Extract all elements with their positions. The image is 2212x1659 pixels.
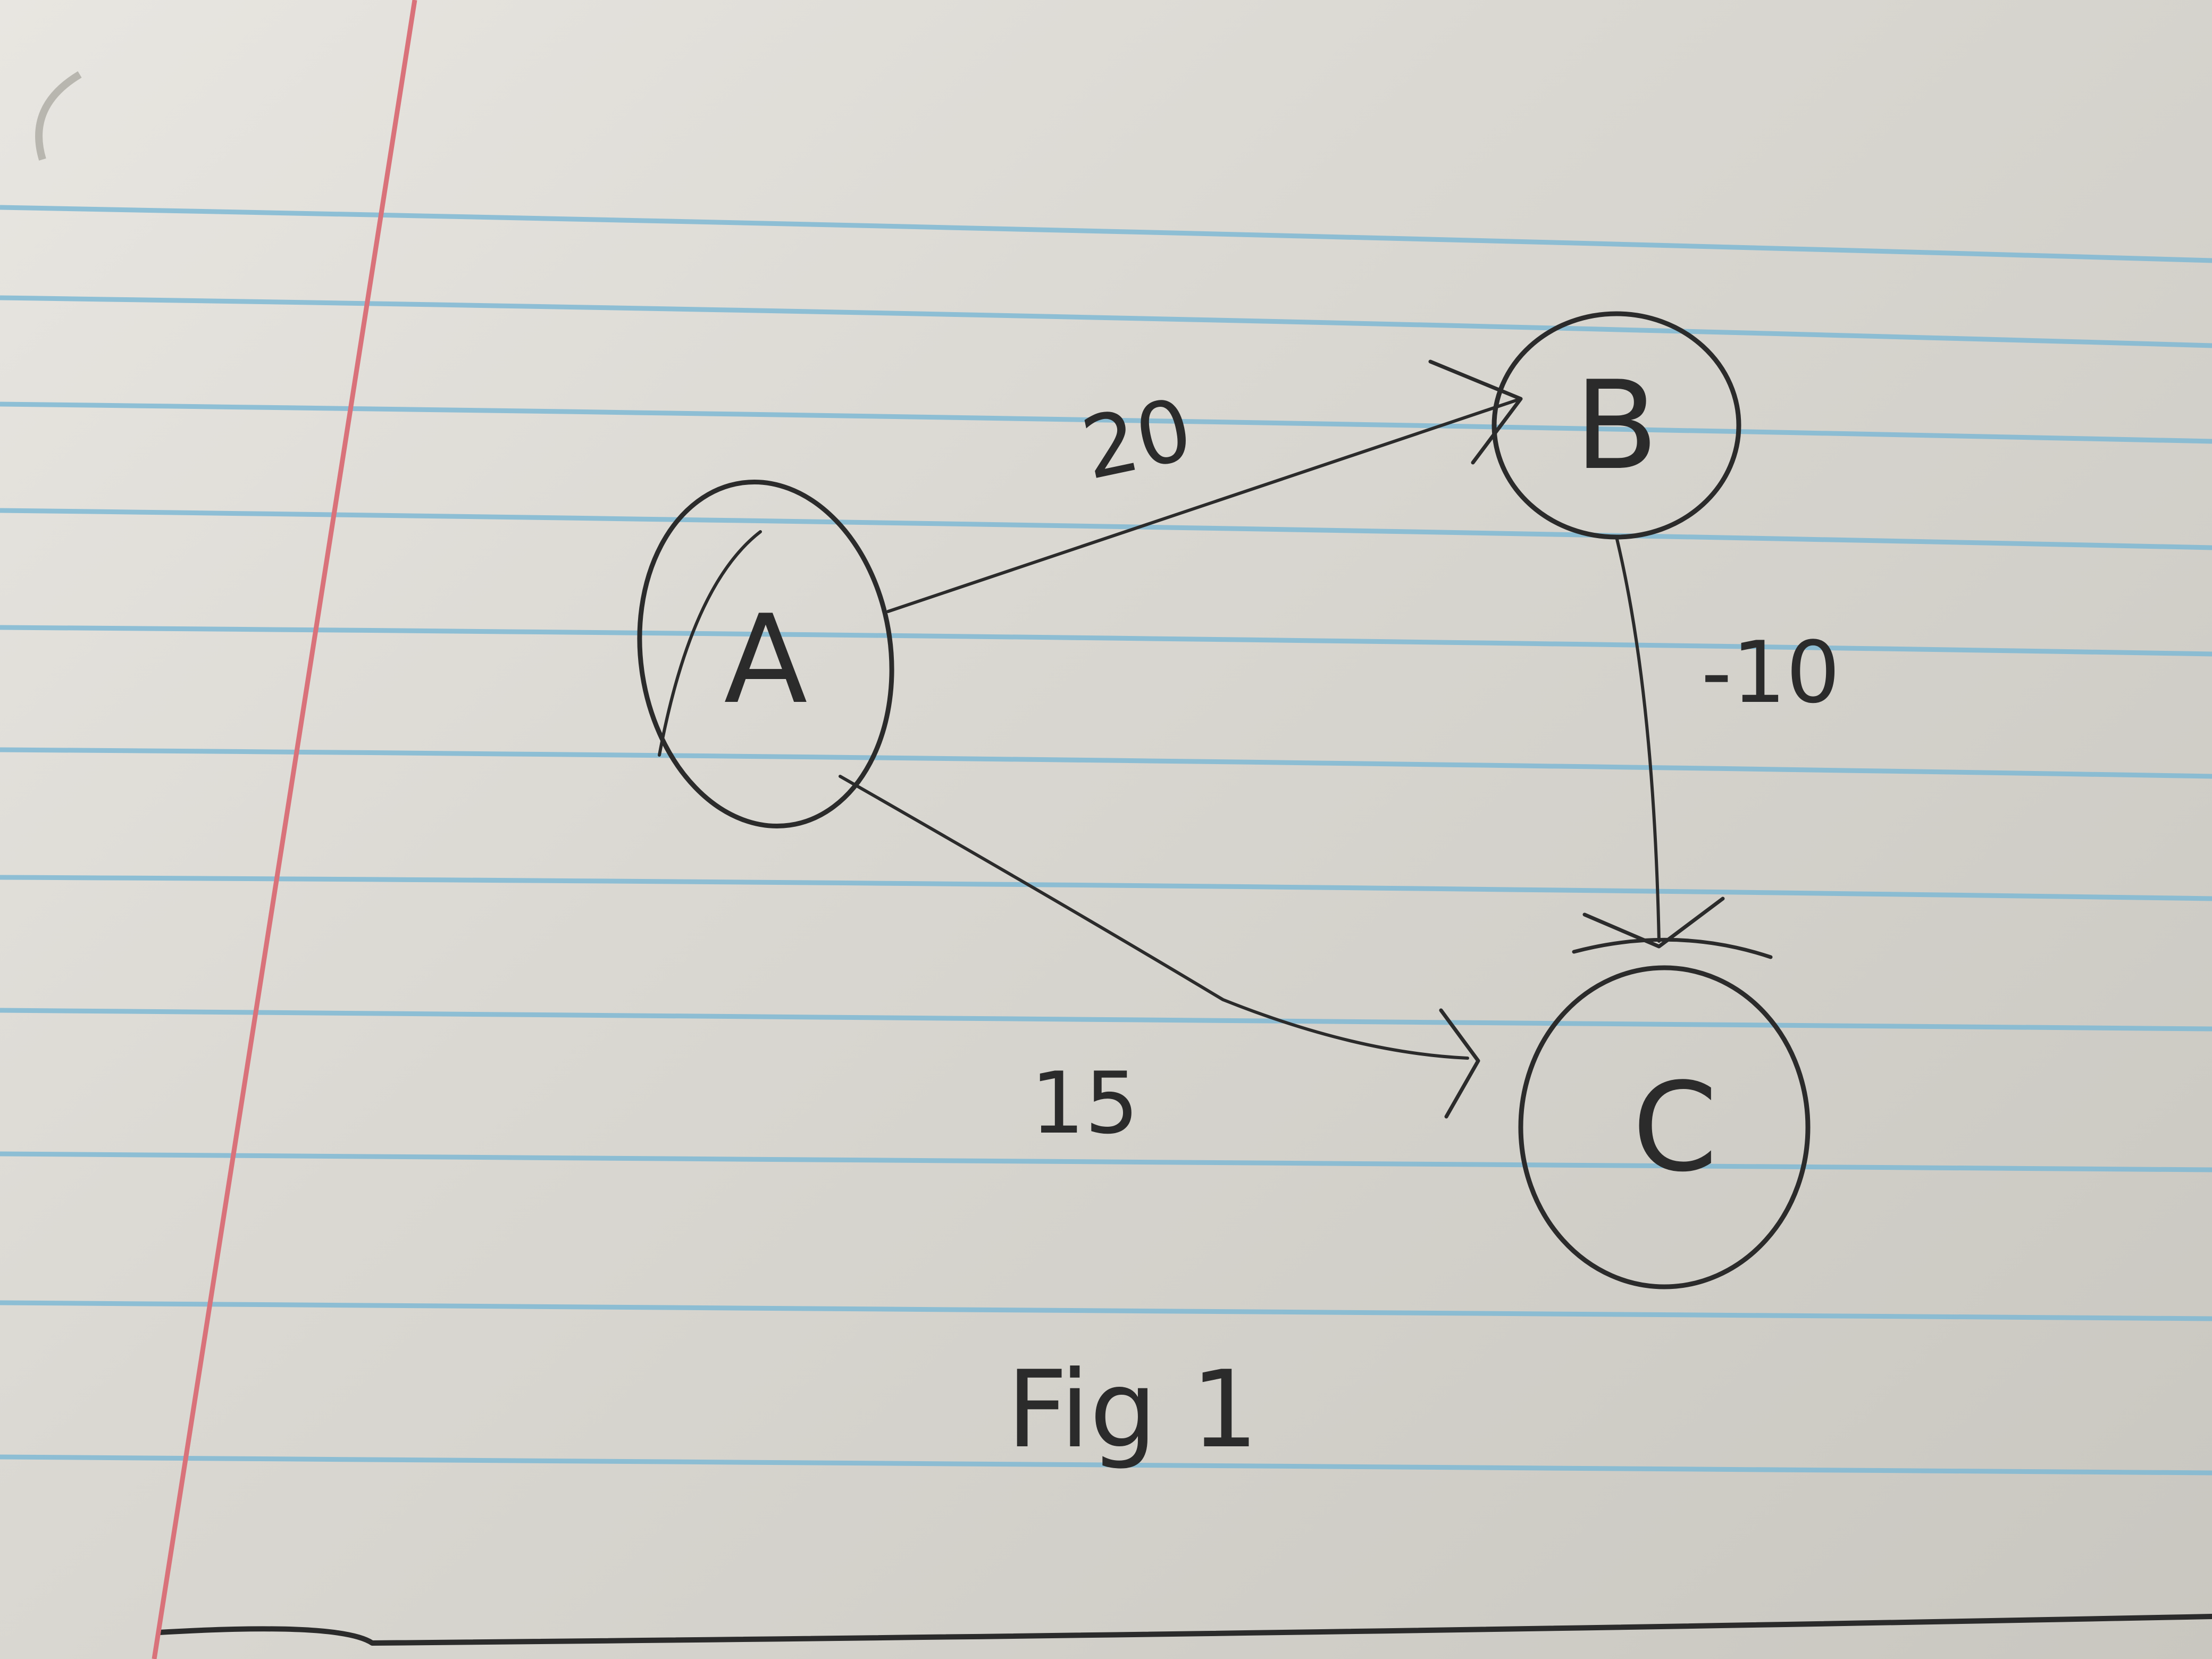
edge-a-to-b — [886, 359, 1523, 613]
node-c — [1518, 937, 1811, 1289]
margin-line — [152, 0, 417, 1659]
edge-a-to-c — [839, 775, 1480, 1119]
edge-b-to-c — [1582, 535, 1725, 949]
punch-hole — [35, 71, 82, 161]
node-c-label: C — [1632, 1057, 1718, 1199]
arrowhead-icon — [1439, 1008, 1480, 1119]
edge-b-to-c-label: -10 — [1701, 623, 1840, 722]
ruled-lines — [0, 205, 2212, 1646]
node-a-label: A — [724, 589, 807, 731]
figure-caption: Fig 1 — [1007, 1348, 1259, 1472]
edge-a-to-c-label: 15 — [1030, 1053, 1139, 1153]
node-a — [637, 480, 894, 828]
arrowhead-icon — [1428, 359, 1523, 465]
node-b-label: B — [1574, 355, 1658, 497]
arrowhead-icon — [1582, 896, 1725, 949]
node-b — [1492, 311, 1741, 540]
edge-a-to-b-label: 20 — [1074, 379, 1200, 499]
